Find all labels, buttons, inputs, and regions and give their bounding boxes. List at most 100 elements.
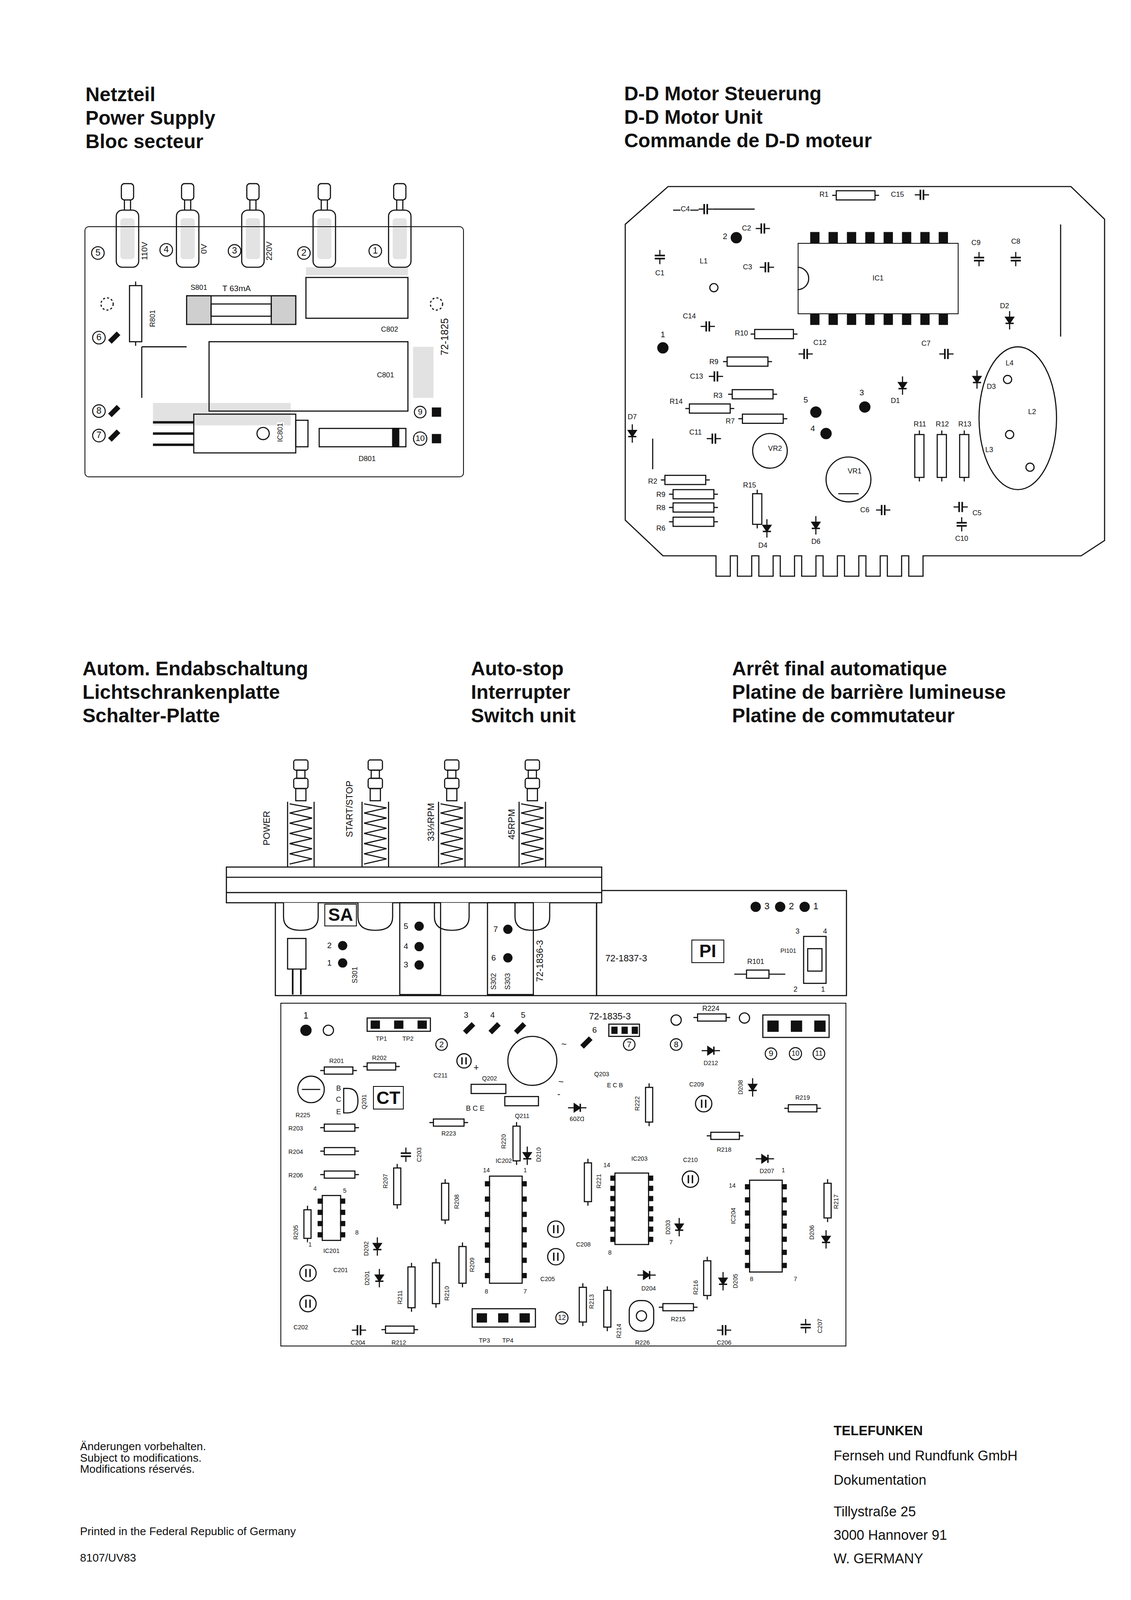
- trace: [793, 333, 798, 335]
- resistor-symbol: [324, 1147, 356, 1155]
- trace: [376, 1249, 379, 1256]
- footer-text: 8107/UV83: [79, 1551, 137, 1563]
- terminal: [120, 218, 135, 260]
- callout-number: 10: [415, 434, 426, 443]
- trace: [363, 1065, 368, 1067]
- trace: [678, 1217, 680, 1224]
- part-label: IC202: [495, 1157, 513, 1164]
- push-button: [368, 778, 383, 789]
- part-label: 7: [793, 1275, 798, 1282]
- trace: [606, 1326, 609, 1332]
- part-label: 2: [326, 941, 333, 950]
- part-label: D4: [757, 542, 768, 550]
- part-label: C5: [971, 509, 982, 517]
- part-label: 14: [482, 1166, 491, 1173]
- pad: [338, 941, 347, 950]
- part-label: -: [556, 1089, 561, 1099]
- part-label: R205: [292, 1224, 299, 1240]
- part-label: C202: [293, 1323, 309, 1330]
- resistor-symbol: [914, 434, 925, 478]
- part-label: 8: [354, 1228, 359, 1235]
- part-label: C204: [350, 1338, 366, 1345]
- ic-pin: [318, 1198, 323, 1204]
- section-heading: Commande de D-D moteur: [623, 130, 872, 151]
- part-label: IC204: [730, 1206, 737, 1225]
- part-label: R207: [382, 1173, 389, 1189]
- part-label: R210: [443, 1285, 450, 1301]
- part-label: C802: [380, 325, 399, 333]
- trace: [712, 208, 755, 210]
- part-label: R223: [440, 1130, 457, 1137]
- trace: [437, 801, 440, 867]
- capacitor-symbol: [556, 1224, 559, 1234]
- trace: [923, 194, 930, 196]
- trace: [515, 1160, 518, 1165]
- coil-symbol: [1005, 430, 1014, 439]
- electrolytic-capacitor: [682, 1170, 699, 1187]
- part-label: D201: [364, 1270, 371, 1286]
- trace: [759, 266, 766, 269]
- transistor-body: [471, 1084, 506, 1094]
- callout-circle: [435, 1038, 448, 1050]
- trace: [678, 1230, 680, 1236]
- part-label: 5: [403, 921, 409, 930]
- part-label: R9: [708, 358, 719, 366]
- part-label: 1: [781, 1166, 786, 1173]
- trace: [706, 1295, 709, 1300]
- light-barrier: [803, 936, 827, 984]
- resistor-symbol: [513, 1125, 521, 1161]
- terminal: [241, 209, 265, 268]
- capacitor-symbol: [556, 1252, 559, 1261]
- trace: [825, 1230, 827, 1236]
- callout-number: 4: [163, 245, 170, 255]
- solder-pad: [463, 1021, 476, 1035]
- connector: [609, 1023, 640, 1037]
- trace: [405, 1155, 407, 1162]
- resistor-symbol: [673, 502, 715, 513]
- resistor-symbol: [324, 1123, 356, 1131]
- part-label: R2: [647, 477, 658, 485]
- part-label: PI101: [779, 947, 797, 954]
- part-label: R13: [957, 420, 972, 429]
- part-label: 1: [820, 985, 826, 993]
- part-label: 72-1837-3: [604, 953, 648, 964]
- resistor-symbol: [324, 1170, 356, 1178]
- part-label: R1: [819, 191, 829, 199]
- electrolytic-capacitor: [547, 1248, 564, 1265]
- switch-cup: [434, 902, 470, 931]
- lead: [152, 432, 194, 435]
- capacitor-symbol: [705, 1099, 707, 1108]
- part-label: R203: [288, 1125, 304, 1131]
- pad: [859, 401, 870, 412]
- part-label: 2: [792, 985, 798, 993]
- connector-pin: [612, 1026, 618, 1033]
- spring-symbol: [521, 803, 544, 864]
- trace: [755, 227, 762, 230]
- switch-cavity: [487, 902, 534, 995]
- resistor-symbol: [385, 1325, 414, 1333]
- ic-pin: [648, 1206, 653, 1211]
- trace: [545, 801, 547, 867]
- ic-pin: [521, 1212, 527, 1217]
- diode-symbol: [748, 1084, 757, 1091]
- trace: [396, 1204, 398, 1209]
- ic-notch: [797, 267, 809, 290]
- trace: [714, 506, 719, 508]
- push-button: [296, 769, 305, 779]
- part-label: C6: [859, 506, 870, 514]
- part-label: Q202: [481, 1075, 498, 1082]
- resistor-symbol: [433, 1118, 465, 1126]
- part-label: 4: [403, 942, 409, 951]
- section-heading: Auto-stop: [471, 658, 564, 679]
- part-label: R11: [913, 420, 927, 429]
- spring-symbol: [289, 803, 313, 864]
- trace: [953, 506, 960, 508]
- trace: [827, 1217, 829, 1222]
- trace: [405, 1147, 407, 1153]
- coil-outline: [979, 346, 1057, 490]
- ic-pin: [521, 1227, 527, 1232]
- regulator-body: [193, 413, 296, 453]
- resistor-symbol: [752, 493, 762, 525]
- part-label: C14: [682, 312, 697, 320]
- part-label: R10: [734, 329, 749, 338]
